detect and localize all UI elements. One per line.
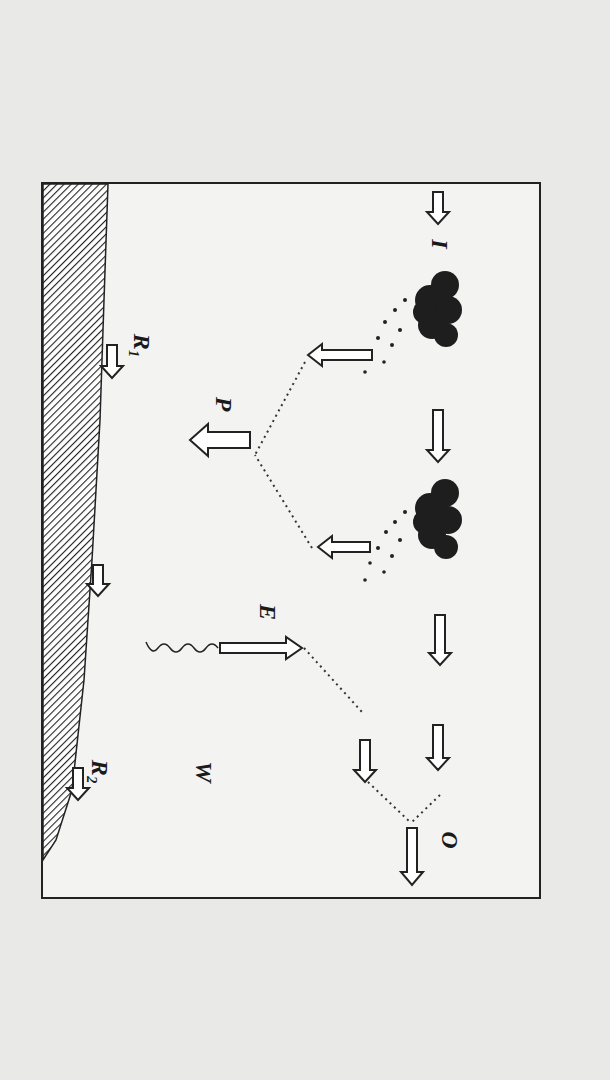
hollow-arrow [67, 192, 451, 885]
dotted-line [255, 362, 440, 822]
evaporation-label: E [256, 604, 280, 620]
rain [363, 298, 407, 582]
runoff-label: R₁ [130, 334, 154, 358]
runoff-label: R₂ [88, 760, 112, 784]
input-label: I [428, 239, 452, 248]
cloud [413, 479, 462, 559]
ground [43, 184, 108, 860]
precipitation-label: P [212, 397, 236, 412]
wavy-line [146, 642, 218, 652]
cloud [413, 271, 462, 347]
water-label: W [192, 761, 216, 782]
frame [42, 183, 540, 898]
output-label: O [438, 831, 462, 848]
